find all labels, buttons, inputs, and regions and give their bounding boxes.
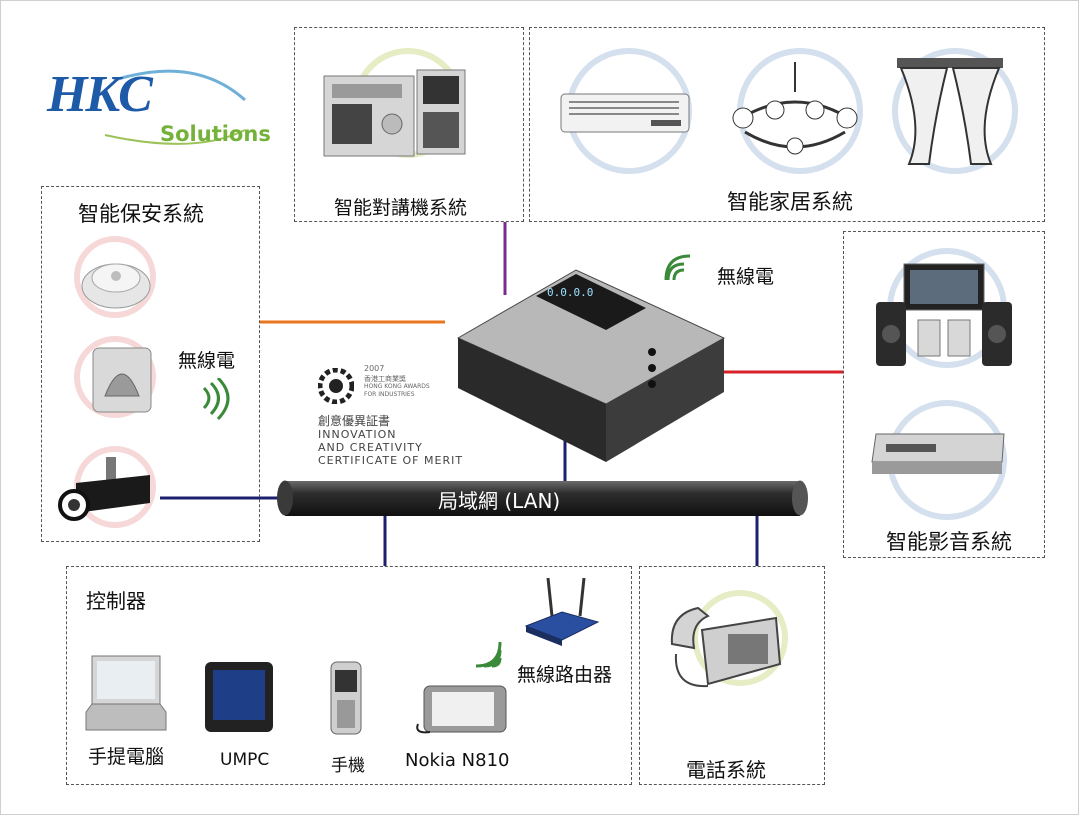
intercom-section bbox=[294, 27, 524, 222]
nokia-tablet-icon bbox=[416, 685, 507, 734]
mobile-label: 手機 bbox=[331, 756, 365, 776]
home-title: 智能家居系統 bbox=[727, 190, 853, 214]
hub-device-icon bbox=[456, 269, 726, 462]
award-seal-icon bbox=[318, 368, 354, 404]
intercom-panel-icon bbox=[323, 75, 415, 157]
router-label: 無線路由器 bbox=[517, 664, 613, 686]
mobile-phone-icon bbox=[330, 661, 362, 735]
security-section bbox=[41, 186, 260, 542]
logo-swoosh bbox=[104, 69, 247, 145]
controller-section bbox=[66, 566, 632, 785]
dvd-player-icon bbox=[871, 433, 1005, 474]
award-cert-cn: 創意優異証書 bbox=[318, 414, 391, 428]
hub-wireless-icon bbox=[664, 254, 691, 281]
security-wireless-label: 無線電 bbox=[178, 350, 236, 372]
telephone-icon bbox=[670, 606, 782, 688]
phone-section bbox=[639, 566, 825, 785]
award-cert-line2: AND CREATIVITY bbox=[318, 441, 423, 454]
lan-label: 局域網 (LAN) bbox=[438, 489, 561, 513]
security-title: 智能保安系統 bbox=[78, 202, 204, 226]
laptop-icon bbox=[85, 655, 167, 731]
chandelier-icon bbox=[732, 62, 858, 155]
intercom-monitor-icon bbox=[416, 69, 466, 155]
security-wireless-icon bbox=[202, 378, 230, 420]
logo-sub: Solutions bbox=[160, 122, 271, 146]
award-cert-line3: CERTIFICATE OF MERIT bbox=[318, 454, 464, 467]
logo-brand: HKC bbox=[47, 66, 153, 123]
award-year: 2007 bbox=[364, 364, 385, 373]
umpc-label: UMPC bbox=[220, 750, 270, 770]
laptop-label: 手提電腦 bbox=[88, 746, 165, 768]
smoke-detector-icon bbox=[81, 263, 151, 309]
av-section bbox=[843, 231, 1045, 558]
award-cert-line1: INNOVATION bbox=[318, 428, 397, 441]
air-conditioner-icon bbox=[560, 93, 690, 133]
award-line-cn: 香港工商業獎 bbox=[364, 375, 406, 383]
home-theater-icon bbox=[876, 263, 1012, 366]
router-wireless-icon bbox=[475, 641, 502, 668]
award-line-en2: FOR INDUSTRIES bbox=[364, 391, 415, 398]
security-camera-icon bbox=[58, 457, 150, 521]
wireless-router-icon bbox=[524, 577, 600, 646]
curtain-icon bbox=[897, 58, 1003, 165]
hkc-logo: HKC Solutions bbox=[45, 60, 285, 155]
nokia-label: Nokia N810 bbox=[405, 750, 510, 771]
phone-title: 電話系統 bbox=[686, 758, 766, 782]
curtain-ring bbox=[892, 48, 1018, 174]
controller-title: 控制器 bbox=[86, 589, 146, 613]
hub-wireless-label: 無線電 bbox=[717, 266, 775, 288]
hub-display-readout: 0.0.0.0 bbox=[547, 286, 594, 299]
motion-sensor-ring bbox=[74, 336, 156, 418]
telephone-ring bbox=[692, 590, 788, 686]
lan-cylinder bbox=[277, 480, 808, 516]
motion-sensor-icon bbox=[92, 347, 152, 413]
home-section bbox=[529, 27, 1045, 222]
umpc-icon bbox=[205, 662, 273, 732]
av-title: 智能影音系統 bbox=[886, 530, 1012, 554]
smoke-detector-ring bbox=[74, 236, 156, 318]
award-line-en1: HONG KONG AWARDS bbox=[364, 383, 430, 390]
intercom-title: 智能對講機系統 bbox=[334, 197, 468, 219]
